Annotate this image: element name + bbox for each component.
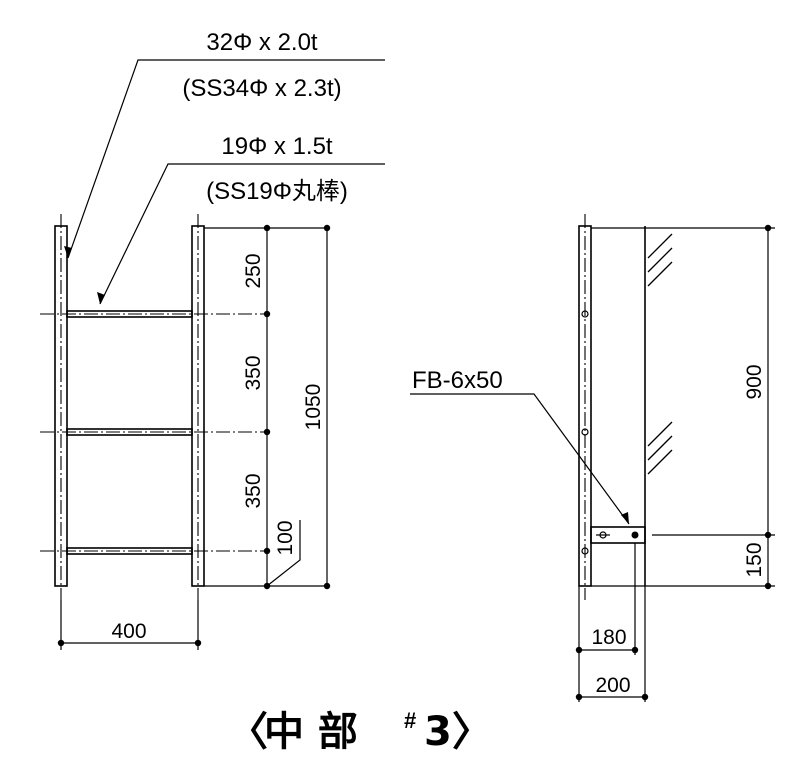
dim-bottom-gap: 100 bbox=[274, 520, 297, 555]
callout-bracket: FB-6x50 bbox=[412, 367, 503, 394]
dim-side-150: 150 bbox=[743, 542, 766, 577]
wall-hatching bbox=[647, 233, 673, 475]
dim-side-200: 200 bbox=[595, 674, 630, 697]
rung bbox=[40, 310, 268, 318]
title-number: 3 bbox=[424, 709, 452, 755]
dim-mid-gap-2: 350 bbox=[242, 473, 265, 508]
dim-total-height: 1050 bbox=[302, 384, 325, 431]
width-dimension bbox=[57, 600, 202, 650]
drawing-title: 〈 中 部 # 3 〉 bbox=[228, 708, 492, 755]
side-view: 900 150 180 200 FB-6x50 bbox=[410, 214, 775, 702]
title-mark: # bbox=[404, 708, 416, 733]
side-depth-dimension bbox=[575, 543, 649, 702]
dim-side-900: 900 bbox=[743, 364, 766, 399]
rung bbox=[40, 428, 268, 436]
dim-top-gap: 250 bbox=[242, 253, 265, 288]
front-view: 250 350 350 100 1050 400 bbox=[40, 59, 385, 650]
callout-pipe-main: 32Φ x 2.0t bbox=[206, 29, 318, 56]
title-main: 中 部 bbox=[264, 709, 358, 755]
bracket bbox=[410, 393, 646, 544]
callout-pipe-main-alt: (SS34Φ x 2.3t) bbox=[182, 75, 341, 102]
side-height-dimension bbox=[591, 224, 775, 590]
dim-side-180: 180 bbox=[591, 626, 626, 649]
dim-mid-gap-1: 350 bbox=[242, 355, 265, 390]
rung bbox=[40, 547, 268, 555]
dim-width: 400 bbox=[111, 620, 146, 643]
callout-leaders bbox=[64, 59, 385, 305]
height-dimension-chain bbox=[204, 224, 331, 590]
callout-rung-alt: (SS19Φ丸棒) bbox=[206, 178, 348, 205]
callout-rung: 19Φ x 1.5t bbox=[221, 133, 333, 160]
title-close-bracket: 〉 bbox=[452, 709, 492, 755]
title-open-bracket: 〈 bbox=[228, 709, 268, 755]
